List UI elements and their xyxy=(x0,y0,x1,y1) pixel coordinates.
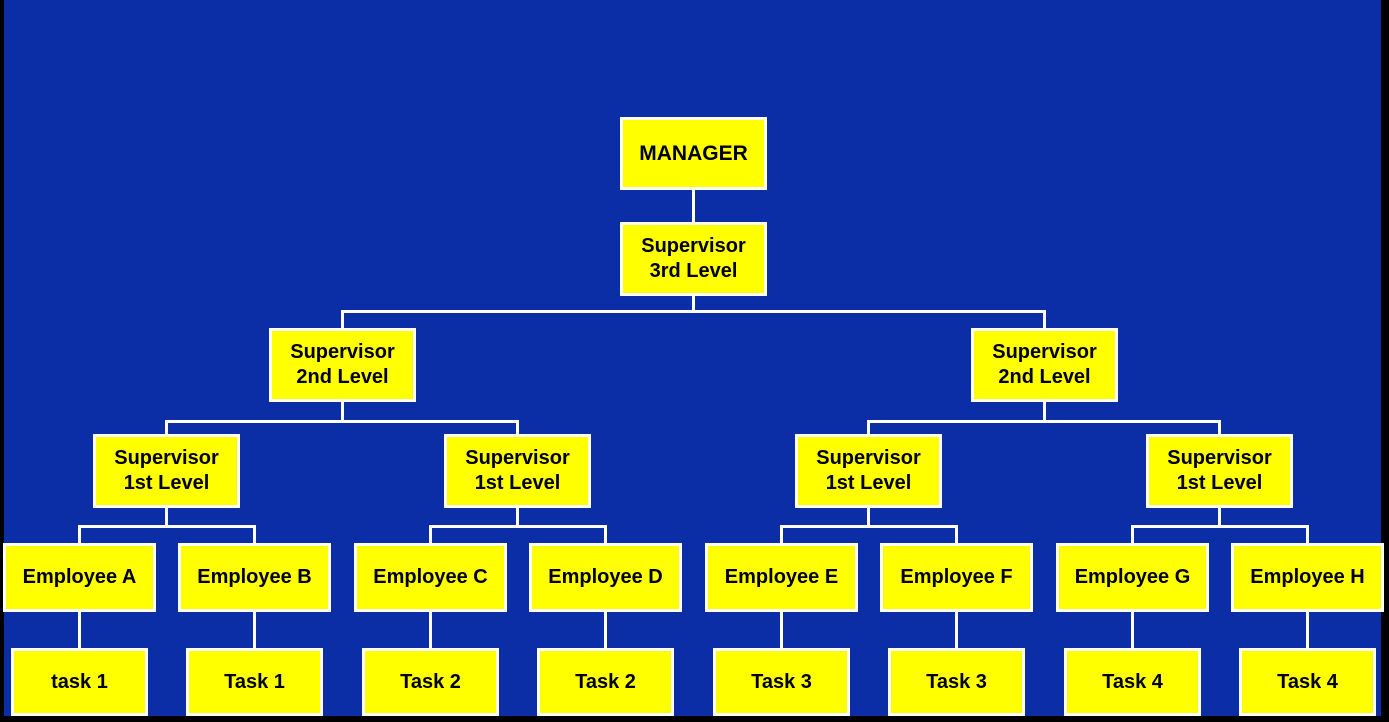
connector-line xyxy=(692,296,695,313)
org-node-task-3-second: Task 3 xyxy=(888,648,1025,716)
connector-line xyxy=(780,525,783,543)
connector-line xyxy=(516,420,519,434)
connector-line xyxy=(341,310,344,328)
connector-line xyxy=(867,420,1221,423)
org-node-supervisor-1st-level-2: Supervisor 1st Level xyxy=(444,434,591,508)
org-node-employee-c: Employee C xyxy=(354,543,507,612)
org-node-task-4-first: Task 4 xyxy=(1064,648,1201,716)
connector-line xyxy=(1131,630,1134,648)
connector-line xyxy=(78,525,81,543)
org-node-employee-a: Employee A xyxy=(3,543,156,612)
connector-line xyxy=(253,612,256,633)
connector-line xyxy=(78,612,81,633)
connector-line xyxy=(165,420,519,423)
connector-line xyxy=(1218,420,1221,434)
org-node-employee-h: Employee H xyxy=(1231,543,1384,612)
connector-line xyxy=(429,612,432,633)
org-node-employee-e: Employee E xyxy=(705,543,858,612)
connector-line xyxy=(955,525,958,543)
connector-line xyxy=(604,525,607,543)
connector-line xyxy=(341,402,344,423)
org-node-task-1: Task 1 xyxy=(186,648,323,716)
org-node-supervisor-1st-level-1: Supervisor 1st Level xyxy=(93,434,240,508)
org-node-supervisor-1st-level-3: Supervisor 1st Level xyxy=(795,434,942,508)
connector-line xyxy=(955,612,958,633)
connector-line xyxy=(867,508,870,528)
org-node-task-1-lowercase: task 1 xyxy=(11,648,148,716)
connector-line xyxy=(165,420,168,434)
org-node-employee-b: Employee B xyxy=(178,543,331,612)
org-node-employee-d: Employee D xyxy=(529,543,682,612)
connector-line xyxy=(165,508,168,528)
connector-line xyxy=(1131,525,1134,543)
connector-line xyxy=(1131,612,1134,633)
org-node-employee-f: Employee F xyxy=(880,543,1033,612)
connector-line xyxy=(604,630,607,648)
connector-line xyxy=(1043,310,1046,328)
org-node-supervisor-3rd-level: Supervisor 3rd Level xyxy=(620,222,767,296)
connector-line xyxy=(516,508,519,528)
connector-line xyxy=(78,525,256,528)
connector-line xyxy=(955,630,958,648)
connector-line xyxy=(341,310,1046,313)
org-node-task-2-first: Task 2 xyxy=(362,648,499,716)
org-node-manager: MANAGER xyxy=(620,117,767,190)
connector-line xyxy=(429,630,432,648)
connector-line xyxy=(78,630,81,648)
connector-line xyxy=(1131,525,1309,528)
connector-line xyxy=(780,525,958,528)
connector-line xyxy=(1043,402,1046,423)
connector-line xyxy=(692,206,695,222)
connector-line xyxy=(1306,525,1309,543)
org-node-supervisor-2nd-level-right: Supervisor 2nd Level xyxy=(971,328,1118,402)
connector-line xyxy=(780,612,783,633)
connector-line xyxy=(429,525,432,543)
connector-line xyxy=(1306,630,1309,648)
connector-line xyxy=(253,525,256,543)
connector-line xyxy=(604,612,607,633)
org-node-employee-g: Employee G xyxy=(1056,543,1209,612)
connector-line xyxy=(780,630,783,648)
connector-line xyxy=(429,525,607,528)
org-node-supervisor-1st-level-4: Supervisor 1st Level xyxy=(1146,434,1293,508)
connector-line xyxy=(692,190,695,209)
connector-line xyxy=(867,420,870,434)
org-node-task-2-second: Task 2 xyxy=(537,648,674,716)
connector-line xyxy=(253,630,256,648)
connector-line xyxy=(1218,508,1221,528)
org-node-task-3-first: Task 3 xyxy=(713,648,850,716)
org-node-task-4-second: Task 4 xyxy=(1239,648,1376,716)
connector-line xyxy=(1306,612,1309,633)
org-node-supervisor-2nd-level-left: Supervisor 2nd Level xyxy=(269,328,416,402)
